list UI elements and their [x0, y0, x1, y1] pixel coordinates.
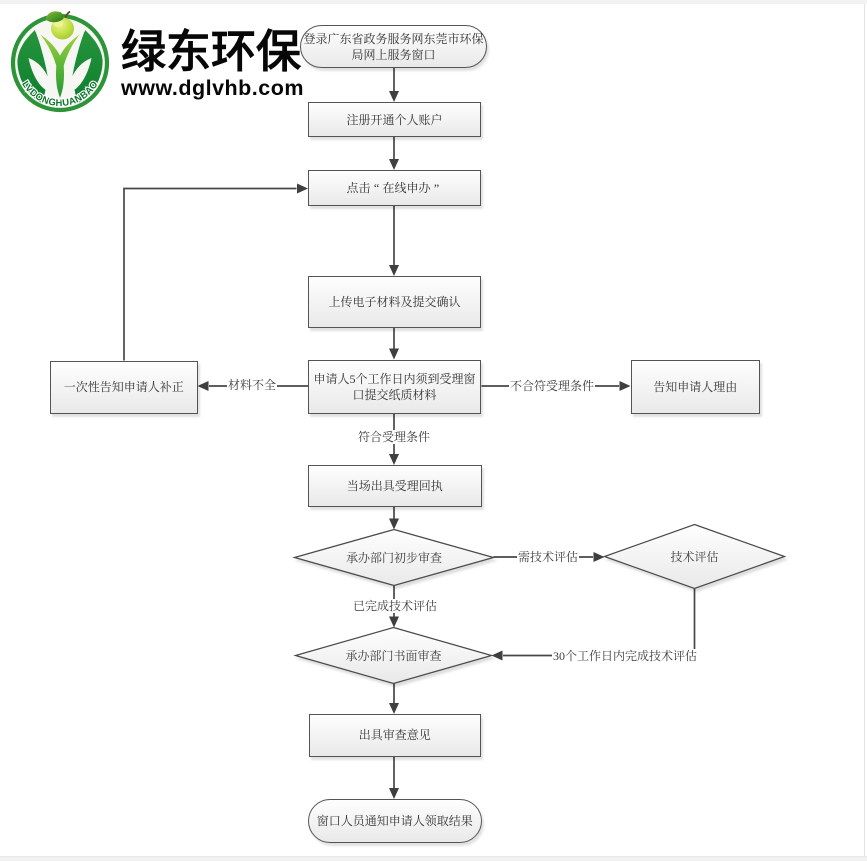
- svg-text:技术评估: 技术评估: [670, 549, 718, 564]
- svg-text:承办部门初步审查: 承办部门初步审查: [346, 550, 442, 565]
- svg-text:承办部门书面审查: 承办部门书面审查: [345, 648, 441, 663]
